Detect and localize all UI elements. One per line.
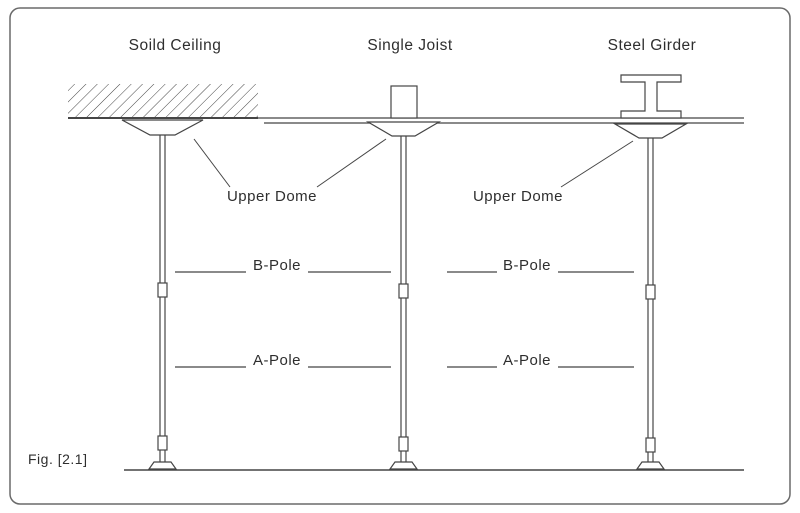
upper-dome-label-left: Upper Dome [227,188,317,205]
column-title-solid-ceiling: Soild Ceiling [129,37,222,54]
pole-left-upper-joint [157,282,168,298]
pole-left-shaft [159,133,166,465]
a-pole-label-left: A-Pole [253,352,301,369]
upper-dome-right [612,123,689,139]
b-pole-label-right: B-Pole [503,257,551,274]
pole-middle-lower-joint [398,436,409,452]
pole-right [635,135,666,470]
joist-block [390,85,418,119]
a-pole-label-right: A-Pole [503,352,551,369]
upper-dome-left [121,119,204,136]
pole-middle-upper-joint [398,283,409,299]
column-title-single-joist: Single Joist [367,37,452,54]
pole-left-lower-joint [157,435,168,451]
leader-upper-dome-right [560,140,634,188]
figure-border [9,7,791,505]
pole-right-base-plate [635,461,666,470]
pole-right-upper-joint [645,284,656,300]
pole-middle-shaft [400,134,407,465]
leader-upper-dome-middle [316,138,387,188]
upper-dome-label-right: Upper Dome [473,188,563,205]
pole-middle [388,134,419,470]
pole-left-base-plate [147,461,178,470]
ceiling-hatch-fill [68,84,258,117]
pole-right-shaft [647,135,654,465]
pole-left [147,133,178,470]
leader-upper-dome-left [193,138,231,188]
steel-girder-ibeam [620,74,682,119]
column-title-steel-girder: Steel Girder [608,37,697,54]
figure-caption: Fig. [2.1] [28,451,87,467]
pole-middle-base-plate [388,461,419,470]
upper-dome-middle [365,121,442,137]
solid-ceiling-hatch [68,84,258,119]
b-pole-label-left: B-Pole [253,257,301,274]
pole-right-lower-joint [645,437,656,453]
